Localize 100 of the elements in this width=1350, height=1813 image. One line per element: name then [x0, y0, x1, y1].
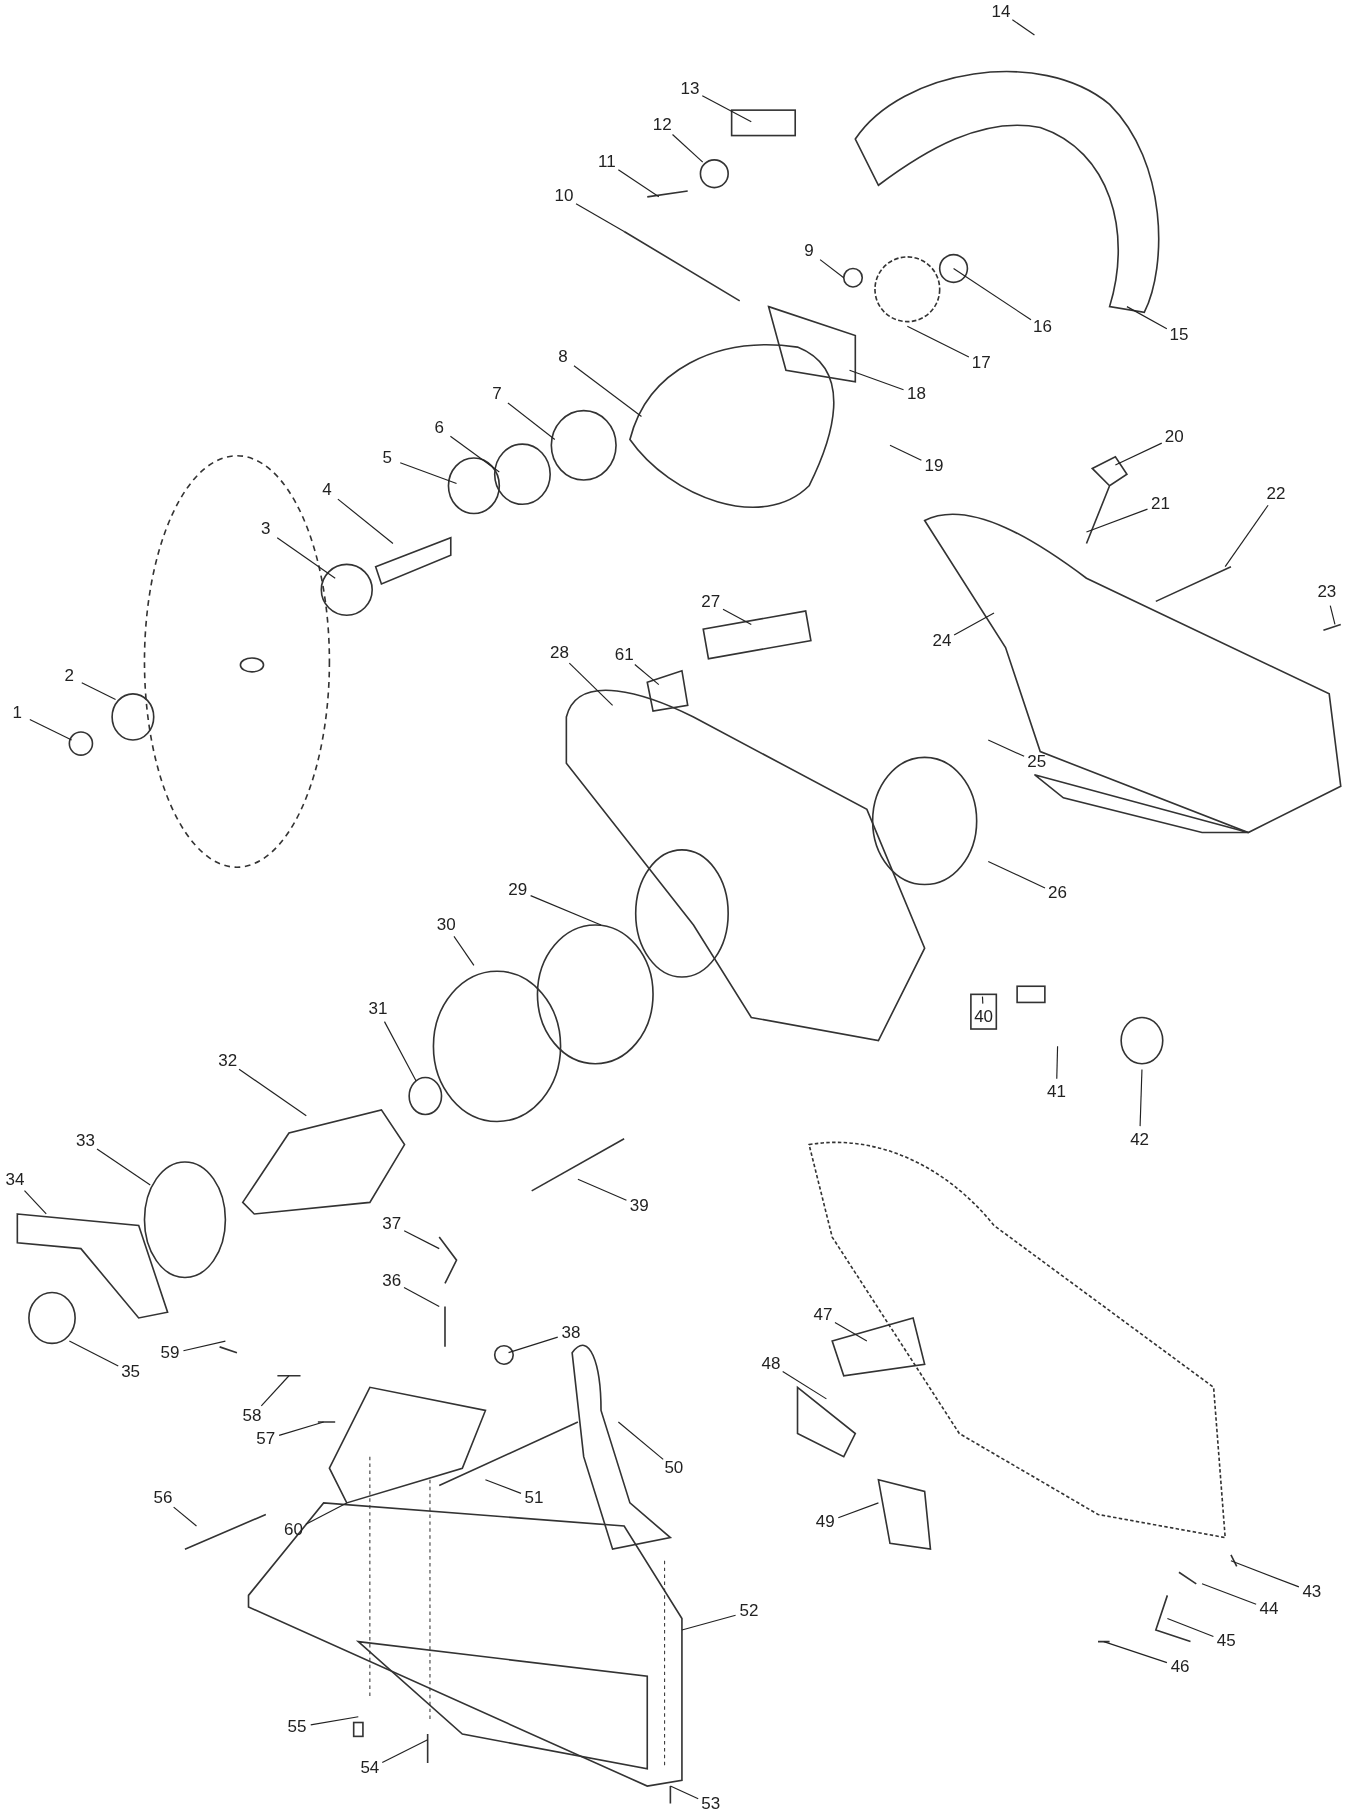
leader-line [681, 1614, 737, 1631]
leader-line [1114, 442, 1163, 466]
leader-line [1166, 1617, 1214, 1638]
callout-number: 30 [435, 915, 457, 934]
callout-number: 52 [738, 1602, 760, 1621]
leader-line [987, 860, 1046, 889]
callout-number: 13 [679, 80, 701, 98]
leader-line [403, 1230, 440, 1250]
leader-line [1085, 508, 1149, 533]
leader-line [906, 325, 970, 358]
leader-line [1201, 1583, 1257, 1605]
leader-line [381, 1739, 429, 1764]
callout-number: 37 [381, 1215, 403, 1233]
leader-line [507, 402, 556, 441]
leader-line [987, 739, 1025, 757]
callout-number: 20 [1163, 427, 1185, 446]
callout-number: 56 [152, 1488, 174, 1507]
callout-number: 9 [803, 241, 815, 260]
callout-number: 32 [217, 1052, 239, 1071]
callout-number: 31 [367, 1000, 389, 1019]
leader-line [669, 1785, 699, 1800]
leader-line [238, 1068, 307, 1117]
callout-number: 10 [553, 187, 575, 206]
leader-line [449, 435, 500, 473]
leader-line [278, 1421, 325, 1436]
leader-line [81, 682, 117, 701]
leader-line [568, 662, 614, 706]
leader-line [1056, 1045, 1059, 1080]
leader-line [403, 1286, 440, 1307]
callout-number: 29 [507, 880, 529, 899]
callout-number: 41 [1045, 1083, 1067, 1102]
leader-line [530, 895, 602, 926]
callout-number: 4 [321, 481, 333, 500]
callout-number: 2 [63, 667, 76, 686]
callout-number: 5 [381, 448, 393, 467]
callout-number: 28 [548, 644, 570, 663]
callout-number: 60 [283, 1521, 305, 1540]
callout-number: 39 [628, 1196, 650, 1215]
leader-line [1230, 1560, 1300, 1588]
callout-number: 27 [700, 593, 722, 612]
callout-number: 26 [1047, 884, 1068, 903]
leader-line [671, 133, 704, 163]
callout-number: 47 [812, 1306, 834, 1325]
leader-line [848, 369, 905, 391]
callout-number: 35 [120, 1362, 142, 1381]
leader-line [310, 1716, 359, 1726]
callout-number: 12 [651, 115, 673, 134]
callout-number: 46 [1169, 1657, 1191, 1676]
leader-line [617, 169, 660, 198]
leader-line [182, 1340, 226, 1352]
leader-line [617, 1421, 664, 1460]
callout-number: 3 [260, 520, 272, 539]
callout-number: 21 [1150, 494, 1171, 513]
callout-number: 22 [1265, 484, 1287, 503]
callout-number: 1 [11, 704, 24, 723]
leader-line [701, 95, 752, 123]
callout-number: 15 [1168, 326, 1190, 345]
leader-line [782, 1371, 827, 1400]
callout-number: 54 [359, 1759, 381, 1778]
callout-number: 48 [760, 1354, 782, 1373]
callout-number: 57 [255, 1430, 277, 1448]
callout-number: 51 [523, 1488, 545, 1507]
leader-line [337, 498, 394, 545]
leader-line [573, 365, 643, 417]
callout-number: 17 [970, 353, 992, 372]
callout-number: 33 [75, 1131, 96, 1150]
leader-line [508, 1336, 559, 1354]
callout-number: 43 [1301, 1582, 1323, 1601]
leader-line [1126, 306, 1168, 330]
callout-number: 49 [814, 1513, 836, 1532]
callout-number: 16 [1032, 318, 1053, 337]
leader-line [29, 719, 73, 741]
callout-number: 24 [931, 632, 953, 651]
leader-line [1139, 1068, 1143, 1127]
callout-number: 25 [1026, 752, 1048, 771]
callout-number: 42 [1129, 1130, 1151, 1149]
leader-line [889, 444, 922, 461]
callout-number: 23 [1316, 582, 1338, 601]
callout-number: 34 [4, 1171, 26, 1190]
leader-line [260, 1375, 290, 1407]
leader-line [68, 1340, 119, 1367]
callout-number: 19 [923, 456, 945, 475]
callout-number: 59 [159, 1344, 181, 1363]
callout-number: 8 [557, 348, 569, 367]
leader-line [383, 1021, 417, 1082]
leader-line [722, 608, 752, 626]
leader-line [981, 996, 984, 1005]
callout-number: 6 [433, 418, 445, 437]
leader-line [577, 1178, 628, 1201]
leader-line [575, 203, 625, 233]
leader-line [399, 462, 458, 485]
callout-number: 53 [700, 1795, 722, 1813]
callout-number: 7 [491, 385, 503, 404]
callout-number: 38 [560, 1323, 582, 1342]
callout-number: 45 [1215, 1632, 1237, 1651]
callout-number: 61 [613, 646, 635, 665]
callout-number: 55 [286, 1717, 308, 1736]
leader-line [23, 1190, 47, 1215]
leader-line [453, 935, 475, 967]
leader-line [819, 259, 845, 279]
